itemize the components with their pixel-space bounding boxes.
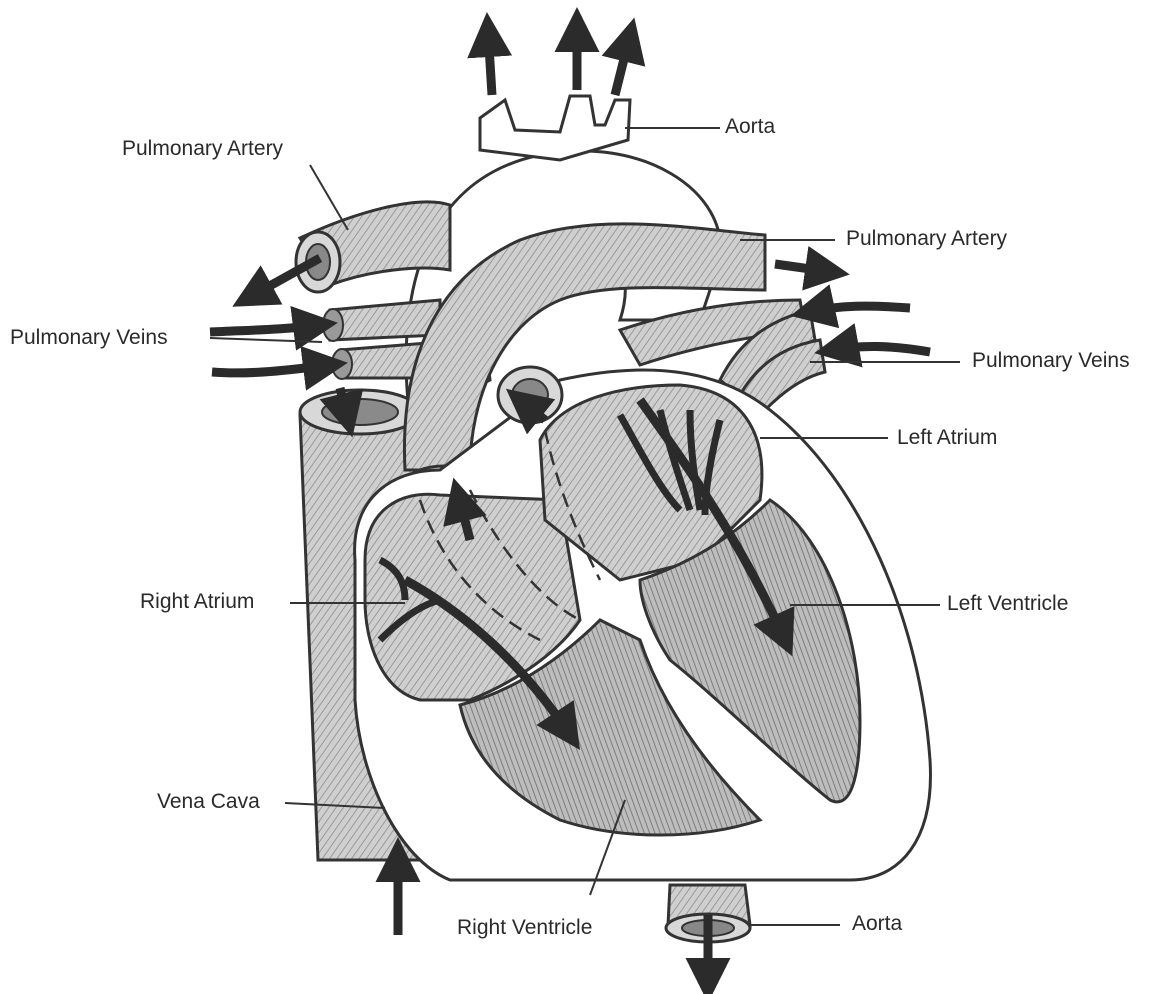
label-right-atrium: Right Atrium xyxy=(140,591,254,612)
label-left-ventricle: Left Ventricle xyxy=(947,593,1068,614)
label-pulmonary-veins-right: Pulmonary Veins xyxy=(972,350,1130,371)
label-pulmonary-artery-left: Pulmonary Artery xyxy=(122,138,283,159)
label-pulmonary-veins-left: Pulmonary Veins xyxy=(10,327,168,348)
label-pulmonary-artery-right: Pulmonary Artery xyxy=(846,228,1007,249)
label-aorta-bottom: Aorta xyxy=(852,913,902,934)
label-aorta-top: Aorta xyxy=(725,116,775,137)
label-left-atrium: Left Atrium xyxy=(897,427,997,448)
label-right-ventricle: Right Ventricle xyxy=(457,917,592,938)
label-vena-cava: Vena Cava xyxy=(157,791,260,812)
